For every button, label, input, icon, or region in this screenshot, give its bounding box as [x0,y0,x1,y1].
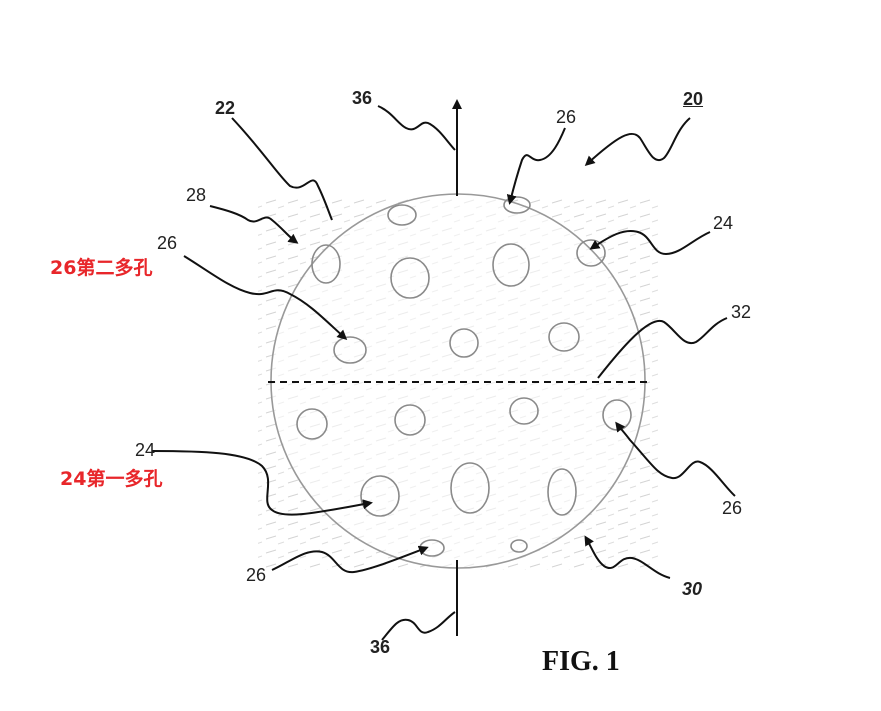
pore [387,204,417,226]
pore [548,322,580,352]
ref-20: 20 [683,89,704,109]
leader-26-top [506,127,566,205]
ref-26-left: 26 [157,233,178,253]
ref-22: 22 [215,98,236,118]
pore [450,462,490,514]
ref-36-bottom: 36 [370,637,391,657]
figure-caption: FIG. 1 [542,646,620,677]
leader-26-bottom [271,545,429,574]
ref-24-right: 24 [713,213,734,233]
leader-24-right [589,230,711,256]
pore [333,336,367,364]
ref-32: 32 [731,302,752,322]
pore [390,257,430,299]
leader-32 [597,317,728,379]
leader-30 [584,535,671,579]
ref-26-bottom: 26 [246,565,267,585]
leader-36-bottom [381,611,456,641]
pore [394,404,426,436]
ref-36-top: 36 [352,88,373,108]
leader-22 [231,117,333,221]
leader-20 [584,117,691,167]
leader-26-left [183,255,348,341]
leader-26-right [615,421,736,497]
pore [296,408,328,440]
pore [360,475,400,517]
leader-24-left [151,450,373,516]
ref-24-left: 24 [135,440,156,460]
ref-30: 30 [682,579,703,599]
pore [510,539,528,553]
annotation-first-pore: 24第一多孔 [60,468,163,490]
particle-body [270,193,646,569]
leader-36-top [377,105,456,151]
pore [449,328,479,358]
annotation-second-pore: 26第二多孔 [50,257,153,279]
pore [547,468,577,516]
pore [503,196,531,214]
ref-28: 28 [186,185,207,205]
ref-26-top: 26 [556,107,577,127]
pore [492,243,530,287]
pore [509,397,539,425]
pore [311,244,341,284]
ref-26-right: 26 [722,498,743,518]
leader-28 [209,205,299,244]
